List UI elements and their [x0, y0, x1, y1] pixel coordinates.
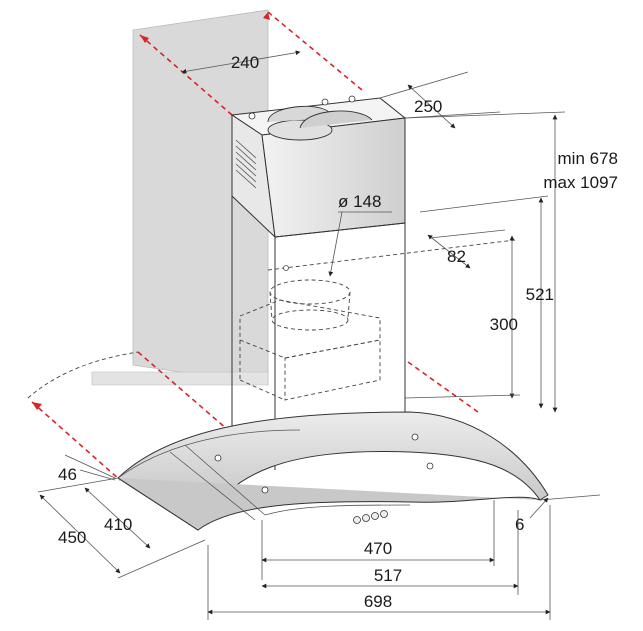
dim-46-label: 46: [58, 465, 77, 484]
wall-reference-lines: [31, 11, 479, 481]
dim-240-label: 240: [231, 53, 259, 72]
glass-canopy: [117, 411, 549, 531]
dim-82: 82: [427, 229, 506, 269]
dim-height-max-label: max 1097: [543, 173, 618, 192]
dim-698-label: 698: [364, 592, 392, 611]
dim-300: 300: [404, 235, 521, 399]
dim-470-label: 470: [364, 539, 392, 558]
dim-300-label: 300: [490, 315, 518, 334]
dim-250: 250: [379, 71, 501, 129]
dim-height-min-max: min 678 max 1097: [404, 111, 618, 413]
chimney-upper-box: [230, 95, 407, 239]
control-buttons: [353, 510, 388, 524]
dim-82-label: 82: [447, 247, 466, 266]
dim-521: 521: [419, 195, 554, 409]
dim-6: 6: [515, 494, 601, 534]
dim-521-label: 521: [526, 285, 554, 304]
dim-diameter-label: ø 148: [338, 192, 381, 211]
dim-250-label: 250: [414, 97, 442, 116]
dim-6-label: 6: [515, 515, 524, 534]
dim-diameter: ø 148: [328, 192, 392, 277]
dim-240: 240: [181, 50, 301, 74]
dim-410-label: 410: [104, 515, 132, 534]
wall-curve-outline: [27, 351, 139, 399]
dim-450-label: 450: [58, 528, 86, 547]
dim-depths: 410 450: [37, 477, 206, 579]
dim-widths: 470 517 698: [207, 500, 551, 620]
dim-height-min-label: min 678: [558, 149, 618, 168]
wall-panel: [91, 9, 269, 386]
dim-46: 46: [58, 454, 116, 484]
dim-517-label: 517: [374, 566, 402, 585]
internal-motor-dashed: [239, 239, 516, 401]
